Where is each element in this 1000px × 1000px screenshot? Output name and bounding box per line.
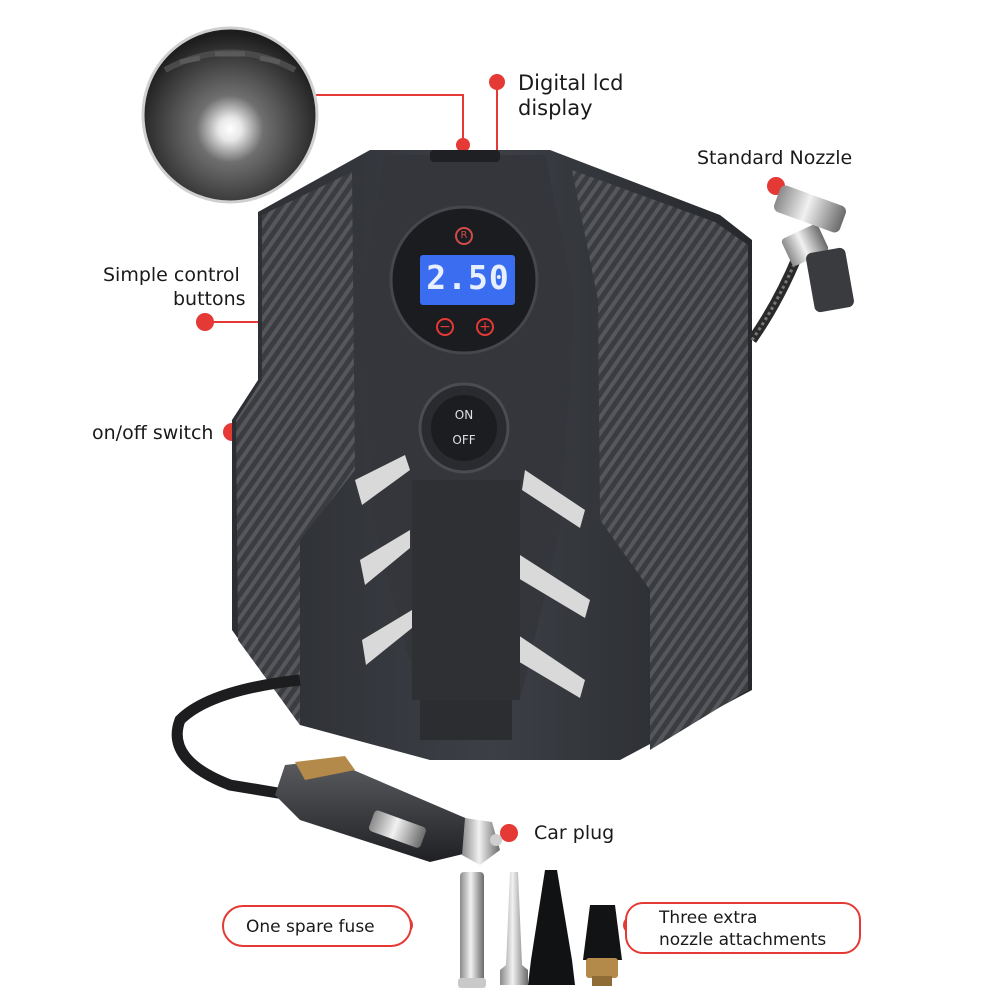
nozzle-label: Standard Nozzle xyxy=(697,147,853,169)
plus-icon[interactable]: + xyxy=(476,318,494,336)
minus-icon[interactable]: − xyxy=(436,318,454,336)
fuse-callout: One spare fuse xyxy=(222,905,412,947)
control-label-line1: Simple control xyxy=(103,264,240,286)
on-label: ON xyxy=(454,408,474,422)
control-panel xyxy=(389,205,539,355)
attachments-label-line1: Three extra xyxy=(659,908,758,928)
attachments-label-line2: nozzle attachments xyxy=(659,930,827,950)
light-bulb-icon xyxy=(141,26,319,204)
plus-symbol: + xyxy=(479,319,491,335)
car-plug-label: Car plug xyxy=(534,822,615,844)
standard-nozzle xyxy=(747,185,854,343)
on-off-switch[interactable]: ON OFF xyxy=(431,395,497,461)
car-plug xyxy=(171,674,502,865)
control-label-line2: buttons xyxy=(173,288,246,310)
mode-icon-symbol: R xyxy=(460,230,468,241)
fuse-label: One spare fuse xyxy=(246,917,375,937)
switch-label: on/off switch xyxy=(92,422,214,444)
attachments-callout: Three extra nozzle attachments xyxy=(625,902,861,954)
spare-fuse xyxy=(458,872,486,988)
power-icon xyxy=(418,382,510,474)
lcd-label-line2: display xyxy=(518,96,593,120)
lcd-label-line1: Digital lcd xyxy=(518,71,624,95)
lcd-readout: 2.50 xyxy=(426,258,510,297)
mode-icon[interactable]: R xyxy=(455,227,473,245)
off-label: OFF xyxy=(452,433,476,447)
minus-symbol: − xyxy=(439,319,451,335)
lcd-screen xyxy=(420,255,515,305)
nozzle-attachments xyxy=(500,870,622,986)
